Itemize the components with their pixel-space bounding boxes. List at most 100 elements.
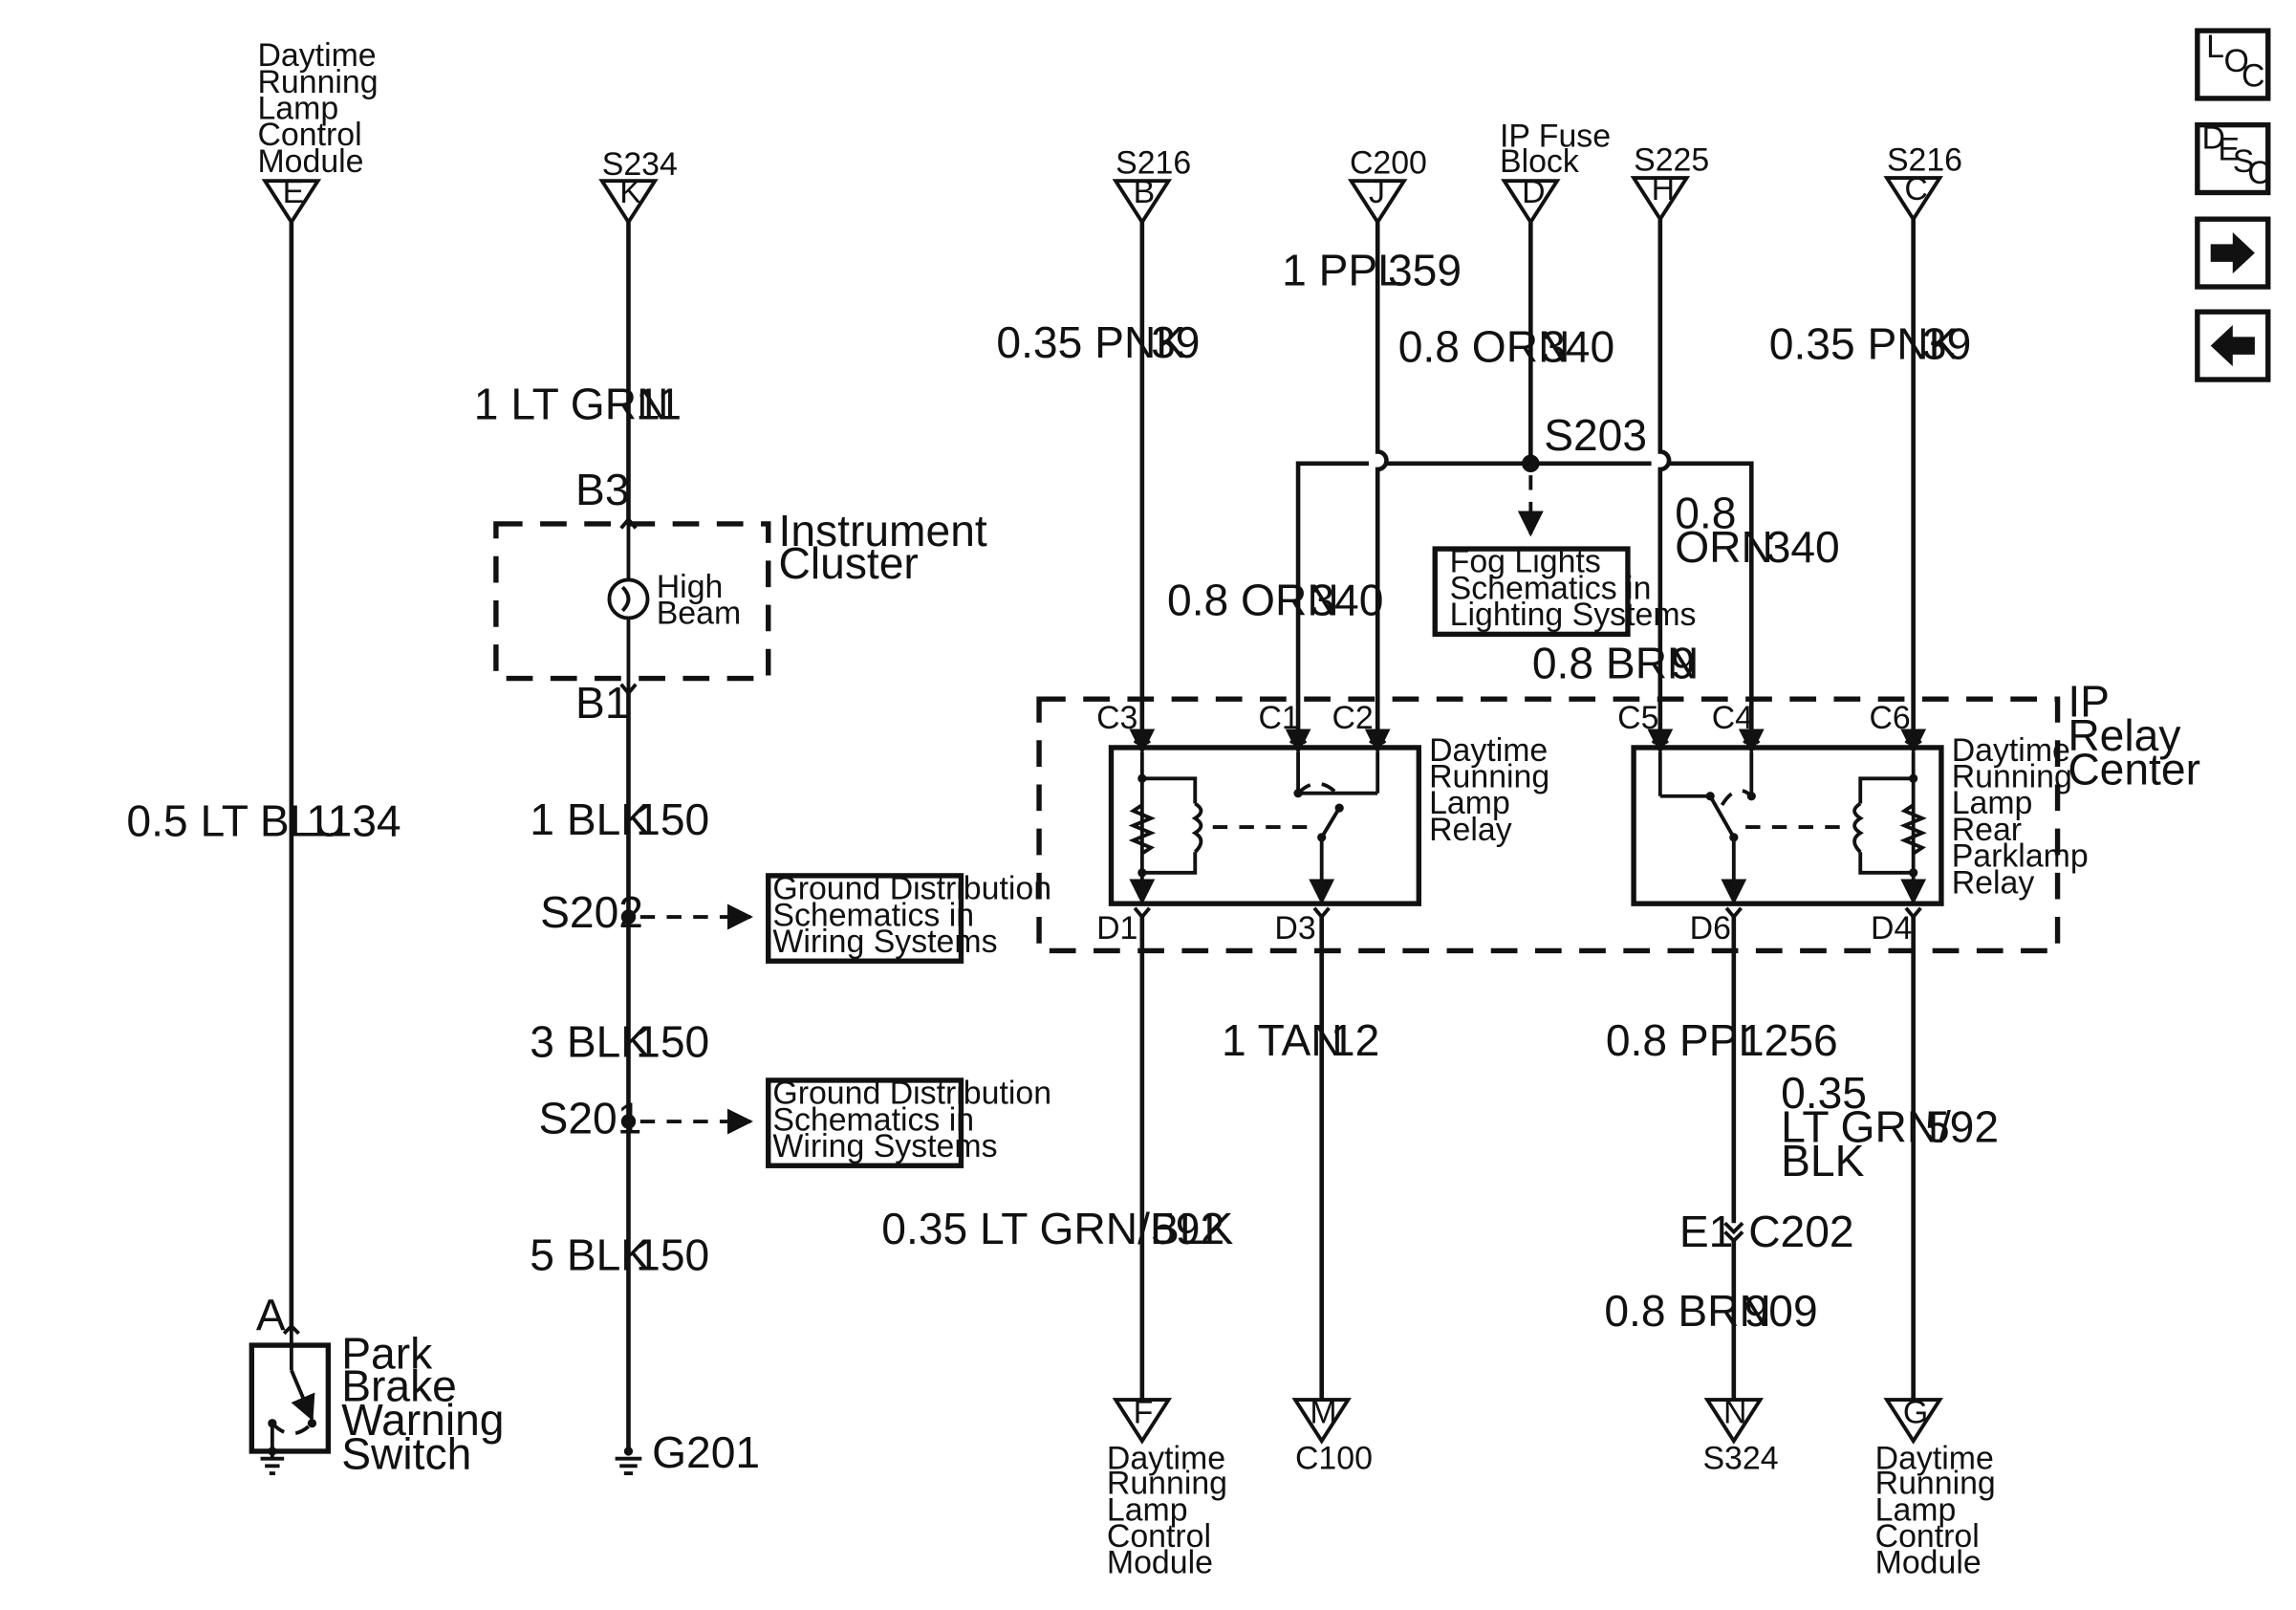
svg-text:Beam: Beam [657, 596, 741, 632]
svg-text:BLK: BLK [1781, 1136, 1864, 1186]
svg-text:Daytime: Daytime [1875, 1440, 1994, 1476]
svg-text:C200: C200 [1350, 144, 1427, 181]
svg-text:B1: B1 [575, 678, 630, 728]
svg-text:Wiring Systems: Wiring Systems [772, 1128, 997, 1164]
loc-button[interactable]: L O C [2195, 28, 2271, 101]
svg-text:0.8 BRN: 0.8 BRN [1532, 639, 1700, 688]
svg-text:0.8 ORN: 0.8 ORN [1398, 322, 1570, 372]
svg-text:D: D [2201, 120, 2224, 156]
svg-text:Parklamp: Parklamp [1952, 838, 2089, 875]
svg-text:Daytime: Daytime [1952, 732, 2070, 769]
svg-text:C: C [1904, 171, 1927, 207]
svg-text:C5: C5 [1617, 700, 1658, 736]
svg-text:0.8 PPL: 0.8 PPL [1606, 1015, 1763, 1065]
svg-text:O: O [2224, 43, 2249, 79]
svg-text:Schematics in: Schematics in [772, 1101, 974, 1138]
svg-text:39: 39 [1922, 318, 1971, 368]
connector-m[interactable]: M C100 [1291, 1395, 1373, 1477]
svg-text:Brake: Brake [341, 1361, 457, 1411]
wire-circuit-label: 1134 [306, 795, 401, 845]
svg-text:C: C [2247, 155, 2270, 191]
connector-d[interactable]: IP Fuse Block D [1500, 119, 1611, 226]
svg-text:C: C [2242, 58, 2264, 95]
svg-text:Lamp: Lamp [1952, 785, 2033, 821]
svg-text:Running: Running [1952, 759, 2072, 795]
instrument-cluster: High Beam Instrument Cluster [493, 506, 987, 696]
connector-h[interactable]: S225 H [1630, 141, 1709, 223]
svg-text:S324: S324 [1702, 1440, 1778, 1476]
svg-text:Lighting Systems: Lighting Systems [1450, 597, 1697, 633]
connector-j[interactable]: C200 J [1347, 144, 1427, 226]
svg-text:Lamp: Lamp [1429, 785, 1510, 821]
svg-text:39: 39 [1151, 317, 1200, 367]
svg-text:D: D [1522, 174, 1545, 210]
svg-text:0.35 PNK: 0.35 PNK [1769, 318, 1959, 368]
svg-text:C6: C6 [1869, 700, 1910, 736]
svg-text:340: 340 [1766, 522, 1840, 572]
svg-text:C202: C202 [1748, 1207, 1853, 1256]
svg-text:C3: C3 [1096, 700, 1137, 736]
connector-e[interactable]: Daytime Running Lamp Control Module E [257, 37, 379, 226]
svg-text:M: M [1310, 1395, 1336, 1431]
svg-text:ORN: ORN [1675, 522, 1773, 572]
svg-text:C2: C2 [1332, 700, 1373, 736]
connector-b[interactable]: S216 B [1112, 144, 1191, 226]
svg-text:909: 909 [1744, 1286, 1818, 1336]
svg-text:1 LT GRN: 1 LT GRN [474, 380, 669, 429]
svg-text:Lamp: Lamp [257, 90, 338, 126]
svg-text:Control: Control [257, 117, 361, 153]
svg-text:Lamp: Lamp [1107, 1491, 1188, 1528]
ground-distribution-ref-1[interactable]: Ground Distribution Schematics in Wiring… [766, 871, 1051, 964]
svg-text:S201: S201 [539, 1093, 642, 1142]
svg-text:S202: S202 [540, 887, 643, 937]
svg-text:Running: Running [257, 64, 378, 100]
svg-text:340: 340 [1541, 322, 1614, 372]
svg-text:3 BLK: 3 BLK [530, 1016, 650, 1066]
svg-text:Running: Running [1429, 759, 1549, 795]
svg-text:S234: S234 [602, 146, 678, 183]
svg-text:K: K [619, 174, 641, 210]
svg-text:S216: S216 [1116, 144, 1191, 181]
connector-k[interactable]: S234 K [598, 146, 678, 226]
next-page-button[interactable] [2195, 216, 2271, 290]
svg-text:150: 150 [636, 794, 709, 844]
svg-text:B3: B3 [575, 465, 630, 514]
svg-text:11: 11 [636, 380, 682, 429]
previous-page-button[interactable] [2195, 309, 2271, 382]
svg-text:LT GRN/: LT GRN/ [1781, 1102, 1951, 1152]
arrow-right-icon [2210, 232, 2255, 274]
svg-text:Relay: Relay [1952, 864, 2035, 901]
svg-text:Center: Center [2068, 744, 2200, 794]
svg-text:C1: C1 [1258, 700, 1299, 736]
svg-text:J: J [1369, 174, 1385, 210]
svg-text:Relay: Relay [1429, 812, 1512, 848]
ground-distribution-ref-2[interactable]: Ground Distribution Schematics in Wiring… [766, 1076, 1051, 1168]
svg-text:Module: Module [1107, 1545, 1213, 1581]
svg-text:Cluster: Cluster [779, 538, 919, 588]
svg-text:C100: C100 [1295, 1440, 1373, 1476]
svg-text:Module: Module [1875, 1545, 1982, 1581]
svg-text:0.35: 0.35 [1781, 1068, 1867, 1118]
ground-label: G201 [652, 1427, 760, 1477]
desc-button[interactable]: D E S C [2195, 120, 2271, 196]
svg-text:Daytime: Daytime [1429, 732, 1548, 769]
connector-c[interactable]: S216 C [1883, 141, 1962, 223]
svg-text:Ground Distribution: Ground Distribution [772, 1076, 1051, 1112]
svg-text:N: N [1723, 1395, 1746, 1431]
svg-text:150: 150 [636, 1230, 709, 1280]
svg-text:Wiring Systems: Wiring Systems [772, 924, 997, 960]
svg-text:G: G [1903, 1395, 1928, 1431]
svg-text:Instrument: Instrument [779, 506, 987, 555]
connector-n[interactable]: N S324 [1702, 1395, 1778, 1477]
wire-gauge-label: 0.5 LT BLU [126, 795, 345, 845]
svg-text:Running: Running [1107, 1466, 1227, 1502]
svg-text:IP Fuse: IP Fuse [1500, 119, 1611, 155]
splice-dot [1522, 454, 1540, 473]
connector-g[interactable]: G Daytime Running Lamp Control Module [1875, 1395, 1996, 1581]
fog-lights-ref[interactable]: Fog Lights Schematics in Lighting System… [1432, 544, 1697, 638]
daytime-running-lamp-rear-parklamp-relay [1631, 729, 1944, 921]
svg-text:D4: D4 [1871, 910, 1912, 946]
connector-f[interactable]: F Daytime Running Lamp Control Module [1107, 1395, 1227, 1581]
svg-text:Module: Module [257, 143, 363, 180]
